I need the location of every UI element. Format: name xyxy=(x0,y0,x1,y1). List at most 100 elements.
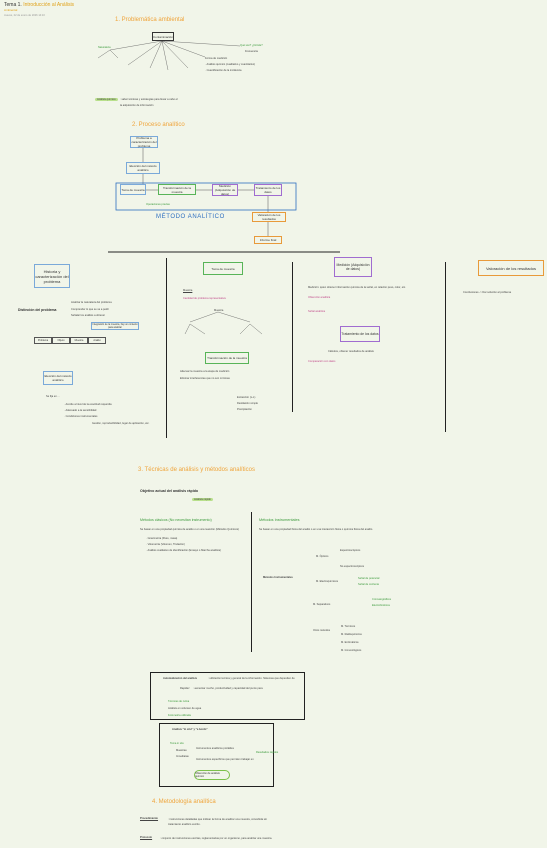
c3-title-box: Medición (Adquisición de datos) xyxy=(334,257,372,277)
c2-bottom-3: Precipitación xyxy=(237,408,252,411)
s2-method-box: Elección del método analítico xyxy=(126,162,160,174)
s3-otros-3: M. Enzimáticos xyxy=(341,641,359,644)
s3-sep-1: Cromatográficos xyxy=(372,598,392,601)
s2-problem-box: Problema a caracterización del problema xyxy=(130,136,158,148)
c1-sub-item-1: Se fija en ... xyxy=(46,395,60,398)
s4-line2-text: : conjunto de instrucciones escritas, re… xyxy=(160,837,273,840)
c4-title-box: Valoración de los resultados xyxy=(478,260,544,276)
s3-insitu-box xyxy=(159,723,274,787)
s1-bottom-label: Análisis químico xyxy=(95,98,118,101)
s1-left-top: Naturaleza xyxy=(98,46,111,49)
s3-group-sep: M. Separativos xyxy=(313,603,331,606)
c2-bottom-2: Destilación simple xyxy=(237,402,258,405)
c3-line-2: Obtención analítica xyxy=(308,296,331,299)
s3-objective-tag: Análisis rápido xyxy=(192,498,213,501)
s2-measure-box: Medición (Adquisición de datos) xyxy=(212,184,238,196)
s3-box1-text: : utilización técnica y general de la in… xyxy=(208,677,295,680)
c1-sub-item-3: · Adecuado a la sensibilidad xyxy=(64,409,97,412)
c1-label: Distinción del problema xyxy=(18,308,57,312)
section-1-title: 1. Problemática ambiental xyxy=(115,17,185,23)
c1-sub-item-2: · Acorde al nivel de la exactitud requer… xyxy=(64,403,112,406)
s3-left-item-1: · Gravimetría (Peso, masa) xyxy=(146,537,178,540)
section-2-title: 2. Proceso analítico xyxy=(132,122,185,128)
s1-bottom-text-1: : saber técnicas y estrategias para llev… xyxy=(120,98,178,101)
s3-right-title: Métodos Instrumentales xyxy=(259,518,300,522)
s3-electro-1: Señal de potencial xyxy=(358,577,380,580)
c3-line-1: Medición: quien obtener información quím… xyxy=(308,286,406,289)
divider-1 xyxy=(166,258,167,438)
s3-group-otros: Otros métodos xyxy=(313,629,331,632)
s2-report-box: Informe final xyxy=(254,236,282,244)
c2-bottom-1: Extracción (L-L) xyxy=(237,396,256,399)
s3-box2-node: Obtención de análisis químico xyxy=(194,770,230,780)
title-rest: Introducción al Análisis xyxy=(23,2,75,8)
s2-treatment-box: Tratamiento de los datos xyxy=(254,184,282,196)
s2-feedback-label: Operaciones previas xyxy=(146,203,170,206)
c2-node: Muestra xyxy=(214,309,224,312)
s3-divider xyxy=(251,512,252,652)
s3-otros-1: M. Térmicos xyxy=(341,625,356,628)
s3-left-item-2: · Volumetría (Volumen, Titulación) xyxy=(146,543,185,546)
s2-transform-box: Transformación de la muestra xyxy=(158,184,196,195)
s3-objective: Objetivo actual del análisis rápido xyxy=(140,489,199,493)
s1-right-note-3: · Cuantificación de la incidencia xyxy=(205,69,242,72)
title-prefix: Tema 1. xyxy=(4,2,22,8)
s3-optic-b: No espectroscópicos xyxy=(340,565,365,568)
page-title: Tema 1. Introducción al Análisis xyxy=(4,2,74,8)
c1-sub-box: Elección del método analítico xyxy=(43,371,73,385)
s3-box1-sub: Rapidez xyxy=(180,687,190,690)
c4-line: Conclusiones -> Dar solución al problema xyxy=(463,291,512,294)
c1-item-3: Señalar los análisis a obtener xyxy=(71,314,106,317)
s3-box1-sub-text: : aumentar mucho, productividad y capaci… xyxy=(193,687,263,690)
s3-group-electro: M. Electroquímicos xyxy=(316,580,339,583)
s4-line1-text: : instrucciones detalladas que indican l… xyxy=(168,818,268,826)
s3-box1-item-3: Fotometría utilizada xyxy=(168,714,191,717)
s1-bottom-text-2: la adquisición de información xyxy=(120,104,154,107)
s3-box2-right: Resultados rápidos xyxy=(256,751,279,754)
s3-box2-item-2: Inmediatas xyxy=(176,755,189,758)
c3-line-3: Señal analítica xyxy=(308,310,326,313)
c1-item-1: Analizar la naturaleza del problema xyxy=(71,301,112,304)
s3-box1-item-1: Técnicas de rutina xyxy=(168,700,190,703)
page-subtitle: Ambiental xyxy=(4,8,18,12)
c3-sub-2: Comparación con datos xyxy=(308,360,336,363)
s2-sampling-box: Toma de muestra xyxy=(120,184,146,195)
s3-right-line: Se basan en una propiedad física del ana… xyxy=(259,528,373,531)
c2-line: Cantidad de problema representativa xyxy=(183,297,226,300)
s2-valuation-box: Valoración de los resultados xyxy=(252,212,286,222)
c1-sub-item-4: · Condiciones instrumentales xyxy=(64,415,98,418)
c1-table-cell-4: Analito xyxy=(88,337,106,344)
s3-sep-2: Electroforéticos xyxy=(372,604,390,607)
c2-title-box: Toma de muestra xyxy=(203,262,243,275)
s1-center-node: Contaminación xyxy=(152,32,174,41)
c1-table-cell-2: Objeto xyxy=(52,337,70,344)
s3-left-item-3: · Análisis cualitativo de identificación… xyxy=(146,549,221,552)
s3-left-title: Métodos clásicos (No necesitan instrumen… xyxy=(140,518,212,522)
s3-box2-item-1: Muestras xyxy=(176,749,187,752)
s3-box2-left: Toma in situ xyxy=(170,742,184,745)
s3-left-line: Se basan en una propiedad química de ana… xyxy=(140,528,240,531)
section-3-title: 3. Técnicas de análisis y métodos analít… xyxy=(138,467,255,473)
s3-right-root: Métodos Instrumentales xyxy=(263,576,293,579)
c1-table-cell-1: Problema xyxy=(34,337,52,344)
divider-3 xyxy=(445,262,446,432)
c1-item-2: Comprender lo que se va a pedir xyxy=(71,308,109,311)
c2-head: Muestra xyxy=(183,289,193,292)
s1-right-note-1: Forma de medición xyxy=(205,57,228,60)
s1-right-note-2: · Análisis químico (cualitativo y cuanti… xyxy=(205,63,256,66)
s3-box1-title: Automatización del análisis xyxy=(163,677,198,680)
s3-optic-a: Espectroscópicos xyxy=(340,549,361,552)
c1-table-cell-3: Muestra xyxy=(70,337,88,344)
s3-box2-item-4: Instrumentos específicos que permiten tr… xyxy=(196,758,254,761)
s3-automation-box xyxy=(150,672,305,720)
c1-sub-item-5: Gestión, reproducibilidad, lugar de apli… xyxy=(92,422,150,425)
s3-group-optic: M. Ópticos xyxy=(316,555,329,558)
s3-otros-2: M. Radioquímicos xyxy=(341,633,362,636)
s2-metodo-label: MÉTODO ANALÍTICO xyxy=(156,214,225,220)
c3-sub-1: Cálculos, obtener resultados de análisis xyxy=(328,350,374,353)
s4-line1-label: Procedimiento xyxy=(140,817,159,820)
s4-line2-label: Protocolo xyxy=(140,836,153,839)
page-meta: Jueves, 22 de enero de 2026 14:10 xyxy=(4,14,45,17)
